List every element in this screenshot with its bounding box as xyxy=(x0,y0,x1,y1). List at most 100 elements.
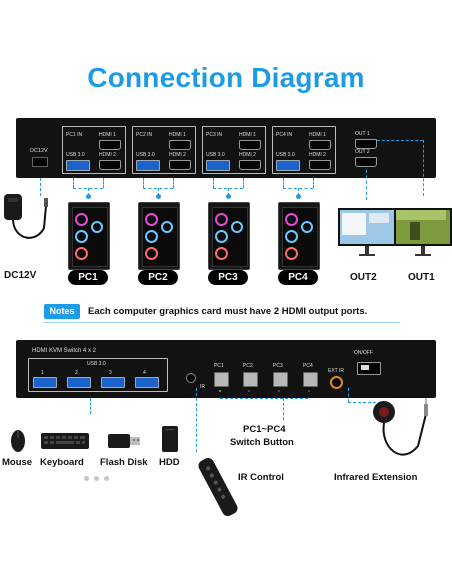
pc3-in-label: PC3 IN xyxy=(206,132,223,138)
pc3-hdmi2-port xyxy=(239,160,261,170)
out2-hdmi-port xyxy=(355,157,377,167)
keyboard-label: Keyboard xyxy=(40,457,84,468)
pc2-hdmi2-port xyxy=(169,160,191,170)
notes-divider xyxy=(44,322,400,323)
dc-input-label: DC12V xyxy=(30,148,48,154)
switch-button-label-line2: Switch Button xyxy=(230,437,294,448)
pc2-tower-icon xyxy=(138,202,180,270)
pc2-hdmi1-port xyxy=(169,140,191,150)
out1-hdmi-port xyxy=(355,139,377,149)
ir-receiver-jack xyxy=(186,373,196,383)
pc4-tower-icon xyxy=(278,202,320,270)
usb-port-1 xyxy=(33,377,57,388)
pc2-in-label: PC2 IN xyxy=(136,132,153,138)
pc2-connector-line xyxy=(173,178,174,188)
pc1-switch-button[interactable] xyxy=(214,372,229,387)
pc2-switch-button[interactable] xyxy=(243,372,258,387)
pc1-tower-icon xyxy=(68,202,110,270)
carousel-dot xyxy=(84,476,89,481)
usb-port-3 xyxy=(101,377,125,388)
pc4-usb-label: USB 3.0 xyxy=(276,152,295,158)
pc3-connector-line xyxy=(243,178,244,188)
out2-port-label: OUT 2 xyxy=(355,149,370,155)
pc3-status-led xyxy=(278,390,280,392)
pc1-connector-line xyxy=(103,178,104,188)
pc3-hdmi1-port xyxy=(239,140,261,150)
mouse-icon xyxy=(11,430,25,452)
pc3-switch-button[interactable] xyxy=(273,372,288,387)
ext-ir-connector-line xyxy=(348,388,349,402)
dc-jack xyxy=(32,157,48,167)
hdd-icon xyxy=(162,426,178,452)
out1-label: OUT1 xyxy=(408,272,435,283)
pc2-usb-port xyxy=(136,160,160,171)
pc1-label: PC1 xyxy=(68,270,108,285)
power-adapter-icon xyxy=(4,194,48,239)
pc3-hdmi2-label: HDMI 2 xyxy=(239,152,256,158)
pc2-usb-label: USB 3.0 xyxy=(136,152,155,158)
usb-port-2 xyxy=(67,377,91,388)
model-label: HDMI KVM Switch 4 x 2 xyxy=(32,348,97,354)
usb-port-2-number: 2 xyxy=(75,370,78,376)
ir-label: IR xyxy=(200,384,205,390)
pc3-usb-port xyxy=(206,160,230,171)
infrared-extension-icon xyxy=(373,398,428,456)
carousel-dot xyxy=(104,476,109,481)
ext-ir-connector-line xyxy=(348,402,386,403)
on-off-label: ON/OFF xyxy=(354,350,373,356)
pc4-hdmi2-label: HDMI 2 xyxy=(309,152,326,158)
pc4-button-label: PC4 xyxy=(303,363,313,369)
flash-disk-icon xyxy=(108,434,140,448)
kvm-front-panel: HDMI KVM Switch 4 x 2 USB 3.0 1 2 3 4 IR… xyxy=(16,340,436,398)
pc1-hdmi2-port xyxy=(99,160,121,170)
pc3-button-label: PC3 xyxy=(273,363,283,369)
ext-ir-jack xyxy=(330,376,343,389)
infrared-extension-label: Infrared Extension xyxy=(334,472,418,483)
pc1-connector-dot xyxy=(86,194,91,199)
pc3-connector-line xyxy=(213,178,214,188)
notes-badge: Notes xyxy=(44,304,80,319)
pc1-connector-line xyxy=(88,188,89,196)
pc4-usb-port xyxy=(276,160,300,171)
out1-monitor-icon xyxy=(394,208,452,258)
pc4-switch-button[interactable] xyxy=(303,372,318,387)
out2-connector-line xyxy=(366,170,367,200)
pc1-usb-label: USB 3.0 xyxy=(66,152,85,158)
pc4-in-label: PC4 IN xyxy=(276,132,293,138)
switch-button-label-line1: PC1~PC4 xyxy=(243,424,286,435)
pc3-port-group: PC3 IN HDMI 1 USB 3.0 HDMI 2 xyxy=(202,126,266,174)
pc2-hdmi1-label: HDMI 1 xyxy=(169,132,186,138)
pc4-status-led xyxy=(308,390,310,392)
pc2-connector-dot xyxy=(156,194,161,199)
pc1-hdmi1-label: HDMI 1 xyxy=(99,132,116,138)
pc3-tower-icon xyxy=(208,202,250,270)
ir-control-label: IR Control xyxy=(238,472,284,483)
pc4-connector-dot xyxy=(296,194,301,199)
pc1-usb-port xyxy=(66,160,90,171)
pc3-usb-label: USB 3.0 xyxy=(206,152,225,158)
pc2-status-led xyxy=(248,390,250,392)
hdd-label: HDD xyxy=(159,457,180,468)
power-switch[interactable] xyxy=(357,362,381,375)
pc1-hdmi2-label: HDMI 2 xyxy=(99,152,116,158)
out2-monitor-icon xyxy=(338,208,396,258)
usb-port-1-number: 1 xyxy=(41,370,44,376)
pc1-button-label: PC1 xyxy=(214,363,224,369)
usb-hub-group: USB 3.0 1 2 3 4 xyxy=(28,358,168,392)
pc4-port-group: PC4 IN HDMI 1 USB 3.0 HDMI 2 xyxy=(272,126,336,174)
usb30-label: USB 3.0 xyxy=(87,361,106,367)
flash-disk-label: Flash Disk xyxy=(100,457,148,468)
mouse-label: Mouse xyxy=(2,457,33,468)
pc1-connector-line xyxy=(73,178,74,188)
power-label: DC12V xyxy=(4,270,37,281)
pc2-connector-line xyxy=(143,178,144,188)
kvm-back-panel: DC12V PC1 IN HDMI 1 USB 3.0 HDMI 2 PC2 I… xyxy=(16,118,436,178)
usb-port-4 xyxy=(135,377,159,388)
pc2-port-group: PC2 IN HDMI 1 USB 3.0 HDMI 2 xyxy=(132,126,196,174)
out1-port-label: OUT 1 xyxy=(355,131,370,137)
switch-button-connector-line xyxy=(283,398,284,420)
out1-connector-line xyxy=(423,140,424,196)
notes-text: Each computer graphics card must have 2 … xyxy=(88,306,368,317)
pc2-label: PC2 xyxy=(138,270,178,285)
usb-port-3-number: 3 xyxy=(109,370,112,376)
